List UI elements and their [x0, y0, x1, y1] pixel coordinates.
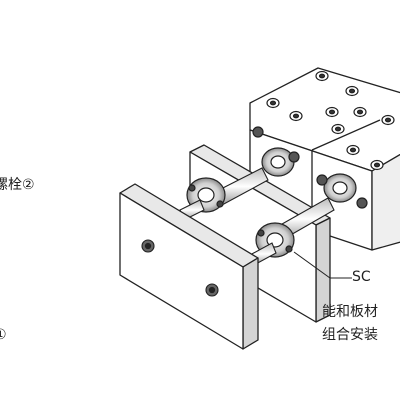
sc-callout-label: SC	[352, 269, 371, 285]
screw-icon	[381, 114, 395, 126]
part-one-callout-label: ①	[0, 327, 7, 343]
block-front-ports	[252, 126, 368, 209]
screw-icon	[315, 70, 329, 82]
screw-icon	[216, 200, 224, 208]
sc-leader-line	[293, 251, 352, 279]
screw-icon	[257, 229, 265, 237]
screw-icon	[325, 106, 339, 118]
block-side-face	[371, 153, 400, 251]
screw-icon	[356, 197, 368, 209]
screw-icon	[288, 151, 300, 163]
screw-icon	[289, 110, 303, 122]
note-line-2: 组合安装	[322, 327, 378, 343]
screw-icon	[331, 123, 345, 135]
front-plate	[119, 183, 259, 350]
screw-icon	[316, 174, 328, 186]
screw-icon	[370, 159, 384, 171]
screw-icon	[188, 184, 196, 192]
bolt-icon	[205, 283, 219, 297]
screw-icon	[285, 245, 293, 253]
screw-icon	[353, 106, 367, 118]
bolt-callout-label: 螺栓②	[0, 177, 35, 193]
screw-icon	[346, 144, 360, 156]
front-plate-bolts	[141, 239, 219, 297]
note-line-1: 能和板材	[322, 304, 378, 320]
bolt-icon	[141, 239, 155, 253]
block-top-screws	[266, 70, 395, 171]
screw-icon	[266, 97, 280, 109]
screw-icon	[345, 85, 359, 97]
screw-icon	[252, 126, 264, 138]
